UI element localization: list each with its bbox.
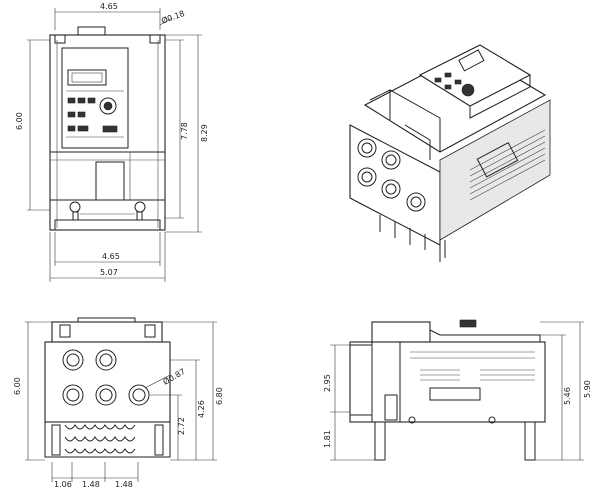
side-view-dimensions: 2.95 1.81 5.46 5.90 bbox=[323, 321, 592, 461]
dim-bottom-width-inner: 4.65 bbox=[102, 252, 120, 261]
dim-top-width: 4.65 bbox=[100, 2, 118, 11]
bottom-body bbox=[44, 341, 171, 423]
front-view-dimensions: 4.65 Ø0.18 6.00 7.78 8.29 4.65 5.07 bbox=[15, 2, 209, 282]
dim-bottom-width-outer: 5.07 bbox=[100, 268, 118, 277]
dim-spacing-1: 1.06 bbox=[54, 480, 72, 489]
knockout-hole bbox=[357, 138, 377, 158]
dim-total-height-inner: 5.46 bbox=[563, 387, 572, 405]
dim-height-right: 8.29 bbox=[200, 124, 209, 142]
dim-bottom-height-left: 6.00 bbox=[13, 377, 22, 395]
dim-total-height-outer: 5.90 bbox=[583, 380, 592, 398]
isometric-view bbox=[349, 44, 551, 262]
dim-bottom-height-right: 6.80 bbox=[215, 387, 224, 405]
front-housing bbox=[49, 34, 166, 231]
front-view bbox=[49, 26, 166, 231]
keypad-panel bbox=[61, 47, 129, 149]
side-body bbox=[349, 341, 546, 423]
dim-lower-height: 1.81 bbox=[323, 430, 332, 448]
dim-row-height: 2.72 bbox=[177, 417, 186, 435]
dim-mount-hole: Ø0.18 bbox=[160, 8, 186, 26]
dim-height-left: 6.00 bbox=[15, 112, 24, 130]
bottom-view bbox=[44, 317, 171, 458]
dim-spacing-3: 1.48 bbox=[115, 480, 133, 489]
dim-upper-height: 2.95 bbox=[323, 374, 332, 392]
dim-mid-height: 4.26 bbox=[197, 400, 206, 418]
dim-height-mid: 7.78 bbox=[180, 122, 189, 140]
dim-spacing-2: 1.48 bbox=[82, 480, 100, 489]
dial-knob bbox=[99, 97, 117, 115]
side-view bbox=[349, 319, 546, 461]
display-window bbox=[67, 69, 107, 86]
